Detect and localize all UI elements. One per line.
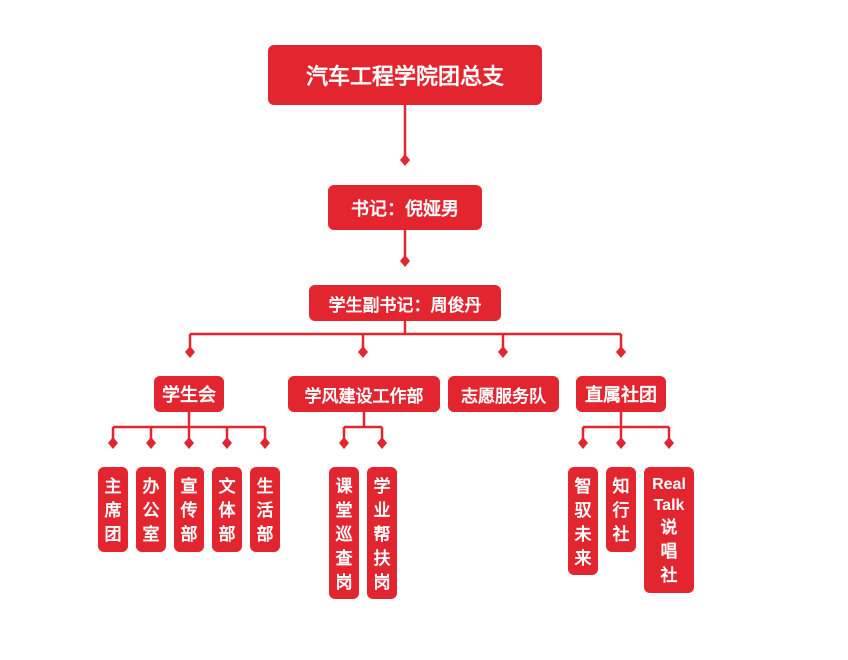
label-char: 办 [142,477,160,497]
arrow-icon [377,437,387,449]
arrow-icon [400,154,410,166]
sub-node-publicity: 宣传部 [174,467,204,552]
label-char: 宣 [180,477,198,497]
label-char: 部 [256,525,274,545]
arrow-icon [146,437,156,449]
label-char: 席 [104,501,122,521]
realtalk-char-1: 说 [660,518,678,538]
label-char: 团 [104,525,122,545]
club-node-zhixing: 知行社 [606,467,636,552]
label-char: 堂 [335,501,353,521]
label-char: 传 [180,501,198,521]
arrow-icon [184,437,194,449]
sub-node-life: 生活部 [250,467,280,552]
label-char: 查 [335,549,353,569]
arrow-icon [222,437,232,449]
label-char: 驭 [574,501,592,521]
label-char: 岗 [335,573,353,593]
label-char: 巡 [335,525,353,545]
sub-node-office: 办公室 [136,467,166,552]
dept-volunteer: 志愿服务队 [448,376,559,412]
deputy-secretary-node: 学生副书记：周俊丹 [309,285,501,321]
dept-clubs: 直属社团 [576,376,666,412]
realtalk-char-3: 社 [660,566,678,586]
realtalk-word-2: Talk [653,497,685,514]
label-char: 部 [180,525,198,545]
label-char: 公 [142,501,160,521]
arrow-icon [498,346,508,358]
arrow-icon [358,346,368,358]
secretary-node: 书记：倪娅男 [328,185,482,230]
arrow-icon [578,437,588,449]
sub-node-academic-help: 学业帮扶岗 [367,467,397,599]
arrow-icon [108,437,118,449]
arrow-icon [616,346,626,358]
club-node-realtalk: Real Talk 说 唱 社 [644,467,694,593]
label-char: 业 [373,501,391,521]
arrow-icon [616,437,626,449]
arrow-icon [339,437,349,449]
arrow-icon [664,437,674,449]
label-char: 智 [574,477,592,497]
label-char: 体 [218,501,236,521]
dept-study-style: 学风建设工作部 [288,376,440,412]
label-char: 课 [335,477,353,497]
label-char: 知 [612,477,630,497]
arrow-icon [185,346,195,358]
label-char: 室 [142,525,160,545]
label-char: 帮 [373,525,391,545]
root-node: 汽车工程学院团总支 [268,45,542,105]
label-char: 社 [612,525,630,545]
label-char: 文 [218,477,236,497]
label-char: 来 [574,549,592,569]
arrow-icon [400,255,410,267]
label-char: 学 [373,477,391,497]
label-char: 未 [574,525,592,545]
label-char: 扶 [373,549,391,569]
label-char: 行 [612,501,630,521]
club-node-zhiyu: 智驭未来 [568,467,598,575]
sub-node-class-patrol: 课堂巡查岗 [329,467,359,599]
label-char: 岗 [373,573,391,593]
sub-node-culture-sports: 文体部 [212,467,242,552]
label-char: 部 [218,525,236,545]
realtalk-word-1: Real [652,476,686,493]
realtalk-char-2: 唱 [660,542,678,562]
sub-node-presidium: 主席团 [98,467,128,552]
label-char: 活 [256,501,274,521]
dept-student-union: 学生会 [154,376,224,412]
label-char: 主 [104,477,122,497]
label-char: 生 [256,477,274,497]
arrow-icon [260,437,270,449]
